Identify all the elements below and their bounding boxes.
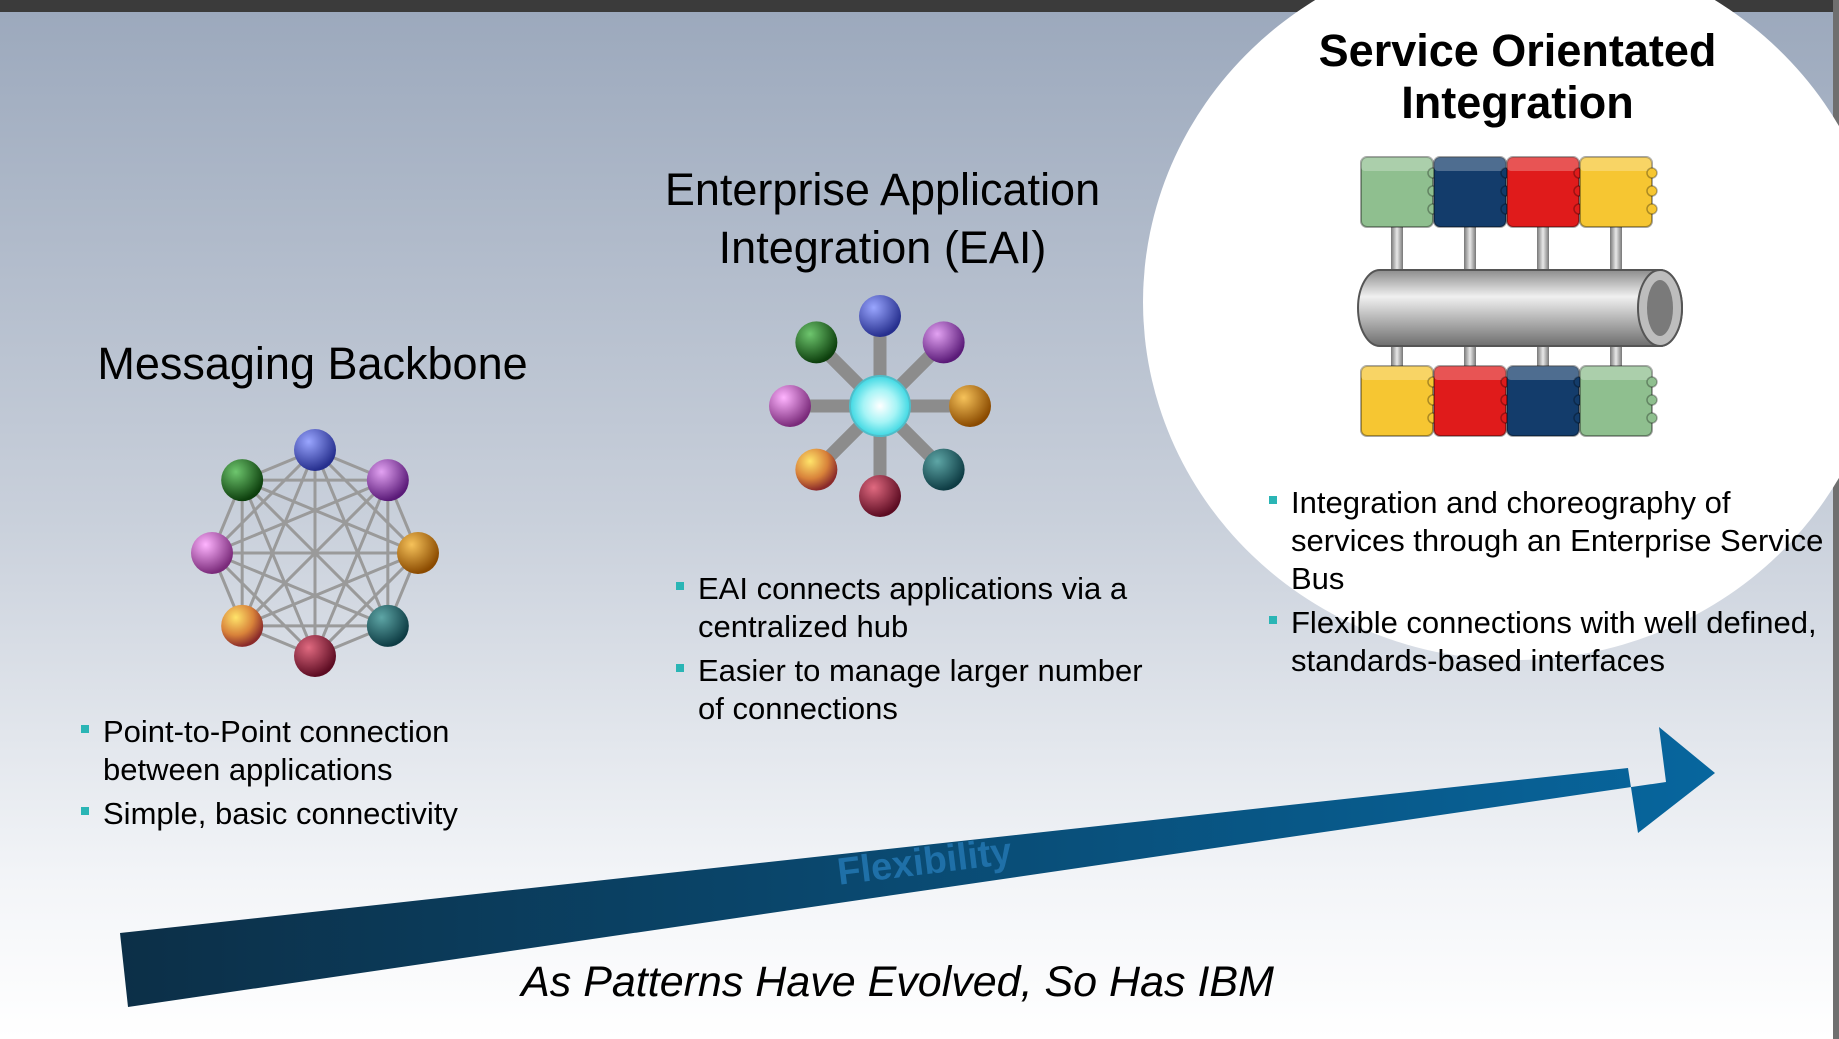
messaging-backbone-mesh-icon xyxy=(191,429,439,677)
eai-hub-icon xyxy=(769,295,991,517)
mesh-node xyxy=(221,459,264,502)
mesh-node xyxy=(191,532,233,574)
bullet-item: Simple, basic connectivity xyxy=(80,795,550,833)
service-block xyxy=(1506,365,1585,437)
hub-node xyxy=(922,448,965,491)
mesh-node xyxy=(366,459,409,502)
service-block xyxy=(1579,365,1658,437)
bullet-item: Integration and choreography of services… xyxy=(1268,484,1828,598)
mesh-node xyxy=(221,604,264,647)
hub-node xyxy=(922,321,965,364)
service-block xyxy=(1360,365,1439,437)
service-block xyxy=(1433,365,1512,437)
messaging-backbone-bullets: Point-to-Point connection between applic… xyxy=(80,713,550,839)
eai-bullets: EAI connects applications via a centrali… xyxy=(675,570,1145,734)
mesh-node xyxy=(294,635,336,677)
hub-node xyxy=(949,385,991,427)
bullet-item: Flexible connections with well defined, … xyxy=(1268,604,1828,680)
soa-title: Service Orientated Integration xyxy=(1318,25,1717,128)
soa-bullets: Integration and choreography of services… xyxy=(1268,484,1828,686)
eai-title: Enterprise Application Integration (EAI) xyxy=(664,164,1101,273)
hub-node xyxy=(859,295,901,337)
service-block xyxy=(1360,156,1439,228)
hub-node xyxy=(769,385,811,427)
hub-node xyxy=(795,448,838,491)
service-block xyxy=(1579,156,1658,228)
flexibility-arrow xyxy=(120,727,1715,1007)
mesh-node xyxy=(294,429,336,471)
messaging-backbone-title: Messaging Backbone xyxy=(97,338,528,389)
bullet-item: EAI connects applications via a centrali… xyxy=(675,570,1145,646)
bullet-item: Point-to-Point connection between applic… xyxy=(80,713,550,789)
bullet-item: Easier to manage larger number of connec… xyxy=(675,652,1145,728)
mesh-node xyxy=(366,604,409,647)
footer-caption: As Patterns Have Evolved, So Has IBM xyxy=(521,958,1274,1006)
enterprise-service-bus-icon xyxy=(1357,156,1683,437)
hub-node xyxy=(859,475,901,517)
hub-node xyxy=(795,321,838,364)
service-block xyxy=(1433,156,1512,228)
service-block xyxy=(1506,156,1585,228)
mesh-node xyxy=(397,532,439,574)
